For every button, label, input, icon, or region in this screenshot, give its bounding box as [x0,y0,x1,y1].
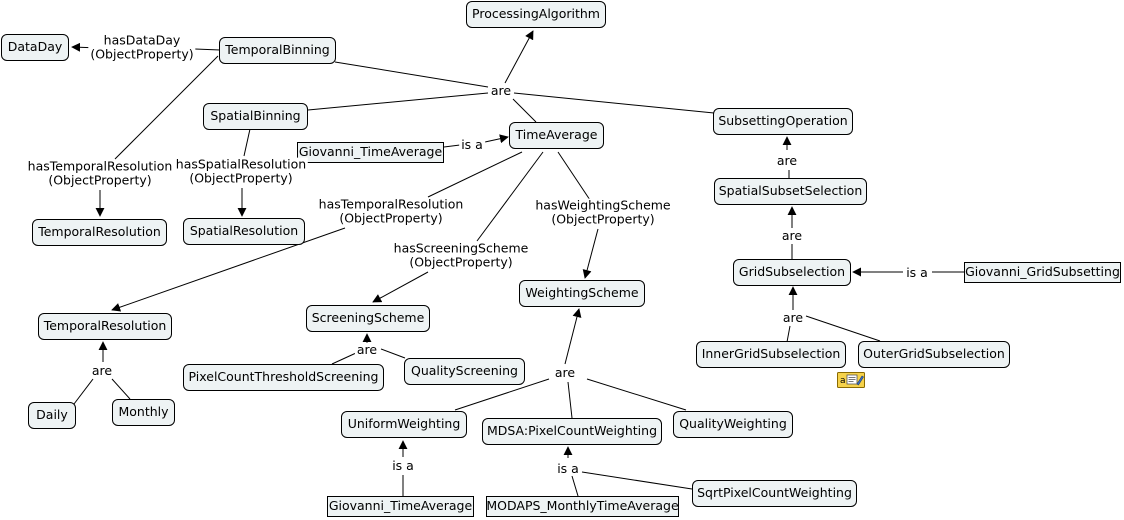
node-giovanni-time-average-bottom[interactable]: Giovanni_TimeAverage [327,496,474,517]
edge-modaps-is-a [571,475,579,497]
node-temporal-resolution-b[interactable]: TemporalResolution [38,313,172,340]
node-pixel-count-threshold-screening[interactable]: PixelCountThresholdScreening [183,364,384,391]
edge-mdsa-are [567,381,573,419]
node-uniform-weighting[interactable]: UniformWeighting [341,411,467,438]
link-are-weighting: are [552,364,578,381]
node-quality-screening[interactable]: QualityScreening [404,358,525,385]
edge-daily-are [73,378,94,405]
link-is-a-grid: is a [904,264,930,281]
node-spatial-binning[interactable]: SpatialBinning [203,103,308,130]
link-are-screening: are [354,341,380,358]
edge-is-a-time-average [484,134,509,144]
node-subsetting-operation[interactable]: SubsettingOperation [713,108,853,135]
link-has-weighting-scheme: hasWeightingScheme(ObjectProperty) [533,197,673,228]
link-is-a-time-average: is a [459,136,485,153]
node-spatial-resolution[interactable]: SpatialResolution [183,218,305,245]
edge-time-average-has-screening-scheme [476,151,544,242]
link-are-grid: are [780,309,806,326]
note-icon[interactable]: a [837,372,865,388]
node-temporal-binning[interactable]: TemporalBinning [219,37,336,64]
edge-uniform-are [454,378,550,411]
link-is-a-mdsa: is a [555,460,581,477]
edge-are-weighting [564,308,582,365]
link-are-main: are [488,82,514,99]
node-spatial-subset-selection[interactable]: SpatialSubsetSelection [714,178,867,205]
node-weighting-scheme[interactable]: WeightingScheme [519,280,645,307]
edge-inner-grid-are [786,325,791,343]
link-has-spatial-resolution: hasSpatialResolution(ObjectProperty) [173,156,309,187]
node-processing-algorithm[interactable]: ProcessingAlgorithm [466,1,606,28]
edge-time-average-has-temporal-resolution [427,151,523,198]
node-monthly[interactable]: Monthly [112,399,175,426]
node-quality-weighting[interactable]: QualityWeighting [673,411,793,438]
edge-outer-grid-are [805,315,881,342]
edge-temporal-binning-has-temporal-resolution [114,55,219,160]
link-are-spatial-subset: are [779,227,805,244]
edge-has-temporal-resolution-b [111,227,346,312]
edge-monthly-are [111,378,131,400]
edge-are-processing [504,30,534,84]
svg-text:a: a [840,376,846,386]
node-sqrt-pixel-count-weighting[interactable]: SqrtPixelCountWeighting [692,480,857,507]
edge-temporal-binning-are [334,61,489,88]
node-temporal-resolution-a[interactable]: TemporalResolution [32,219,167,246]
node-data-day[interactable]: DataDay [1,34,69,61]
edge-quality-screening-are [380,348,406,359]
node-screening-scheme[interactable]: ScreeningScheme [306,305,430,332]
link-are-temporal: are [89,362,115,379]
link-is-a-uniform: is a [390,457,416,474]
link-has-temporal-resolution-a: hasTemporalResolution(ObjectProperty) [25,158,175,189]
edge-spatial-binning-are [307,92,489,111]
edge-subsetting-are [513,92,715,114]
node-time-average[interactable]: TimeAverage [509,122,604,149]
node-inner-grid-subselection[interactable]: InnerGridSubselection [696,341,846,368]
node-outer-grid-subselection[interactable]: OuterGridSubselection [858,341,1010,368]
edge-temporal-binning-label [194,48,221,51]
link-has-temporal-resolution-b: hasTemporalResolution(ObjectProperty) [316,196,466,227]
edge-time-average-are [512,98,537,123]
node-mdsa-pixel-count-weighting[interactable]: MDSA:PixelCountWeighting [482,418,662,445]
node-giovanni-grid-subsetting[interactable]: Giovanni_GridSubsetting [964,262,1121,283]
node-modaps-monthly-time-average[interactable]: MODAPS_MonthlyTimeAverage [486,496,679,517]
edge-has-weighting-scheme [582,228,599,279]
edge-giovanni-time-average-is-a [443,144,461,148]
node-daily[interactable]: Daily [28,402,76,429]
link-are-subsetting: are [774,152,800,169]
edge-pixel-count-are [331,352,357,365]
edge-sqrt-is-a [581,471,693,490]
link-has-data-day: hasDataDay(ObjectProperty) [88,32,196,63]
edge-time-average-has-weighting-scheme [557,151,591,201]
node-grid-subselection[interactable]: GridSubselection [733,259,851,286]
edge-spatial-binning-has-spatial-resolution [243,128,251,157]
edge-quality-weighting-are [586,378,687,411]
link-has-screening-scheme: hasScreeningScheme(ObjectProperty) [391,240,531,271]
node-giovanni-time-average-top[interactable]: Giovanni_TimeAverage [297,142,444,163]
edge-has-screening-scheme [372,271,429,303]
